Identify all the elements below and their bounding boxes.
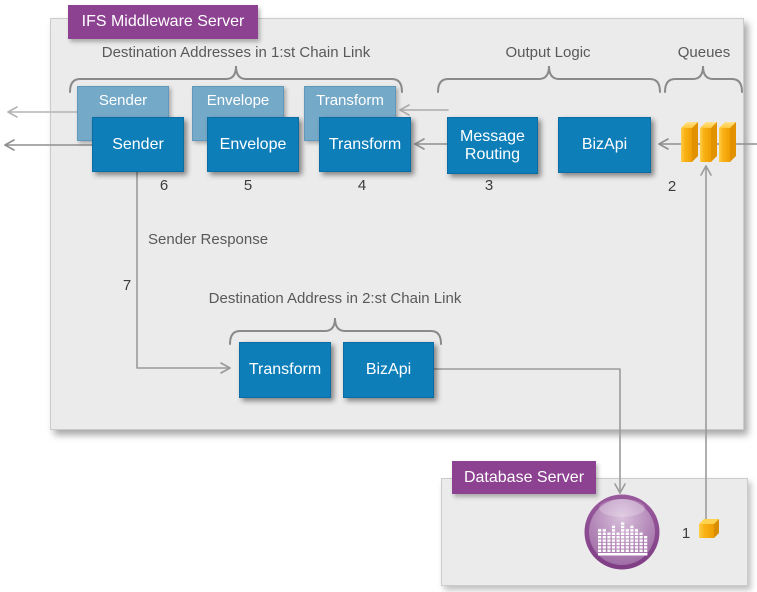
step-number-6: 6: [159, 177, 169, 194]
step-number-3: 3: [484, 177, 494, 194]
database-server-title: Database Server: [452, 461, 596, 494]
message-routing-box: Message Routing: [447, 117, 538, 174]
bizapi-box: BizApi: [558, 117, 651, 173]
label-chain2: Destination Address in 2:st Chain Link: [208, 290, 462, 307]
transform-box: Transform: [319, 117, 411, 172]
step-number-4: 4: [357, 177, 367, 194]
database-server-panel: [441, 478, 748, 586]
sender-box: Sender: [92, 117, 184, 172]
label-queues: Queues: [677, 44, 731, 61]
step-number-7: 7: [122, 277, 132, 294]
middleware-server-title: IFS Middleware Server: [68, 5, 258, 39]
label-output-logic: Output Logic: [505, 44, 591, 61]
transform2-box: Transform: [239, 342, 331, 398]
step-number-1: 1: [681, 525, 691, 542]
label-chain1: Destination Addresses in 1:st Chain Link: [101, 44, 371, 61]
bizapi2-box: BizApi: [343, 342, 434, 398]
step-number-5: 5: [243, 177, 253, 194]
envelope-box: Envelope: [207, 117, 299, 172]
step-number-2: 2: [667, 178, 677, 195]
label-sender-response: Sender Response: [148, 231, 269, 248]
